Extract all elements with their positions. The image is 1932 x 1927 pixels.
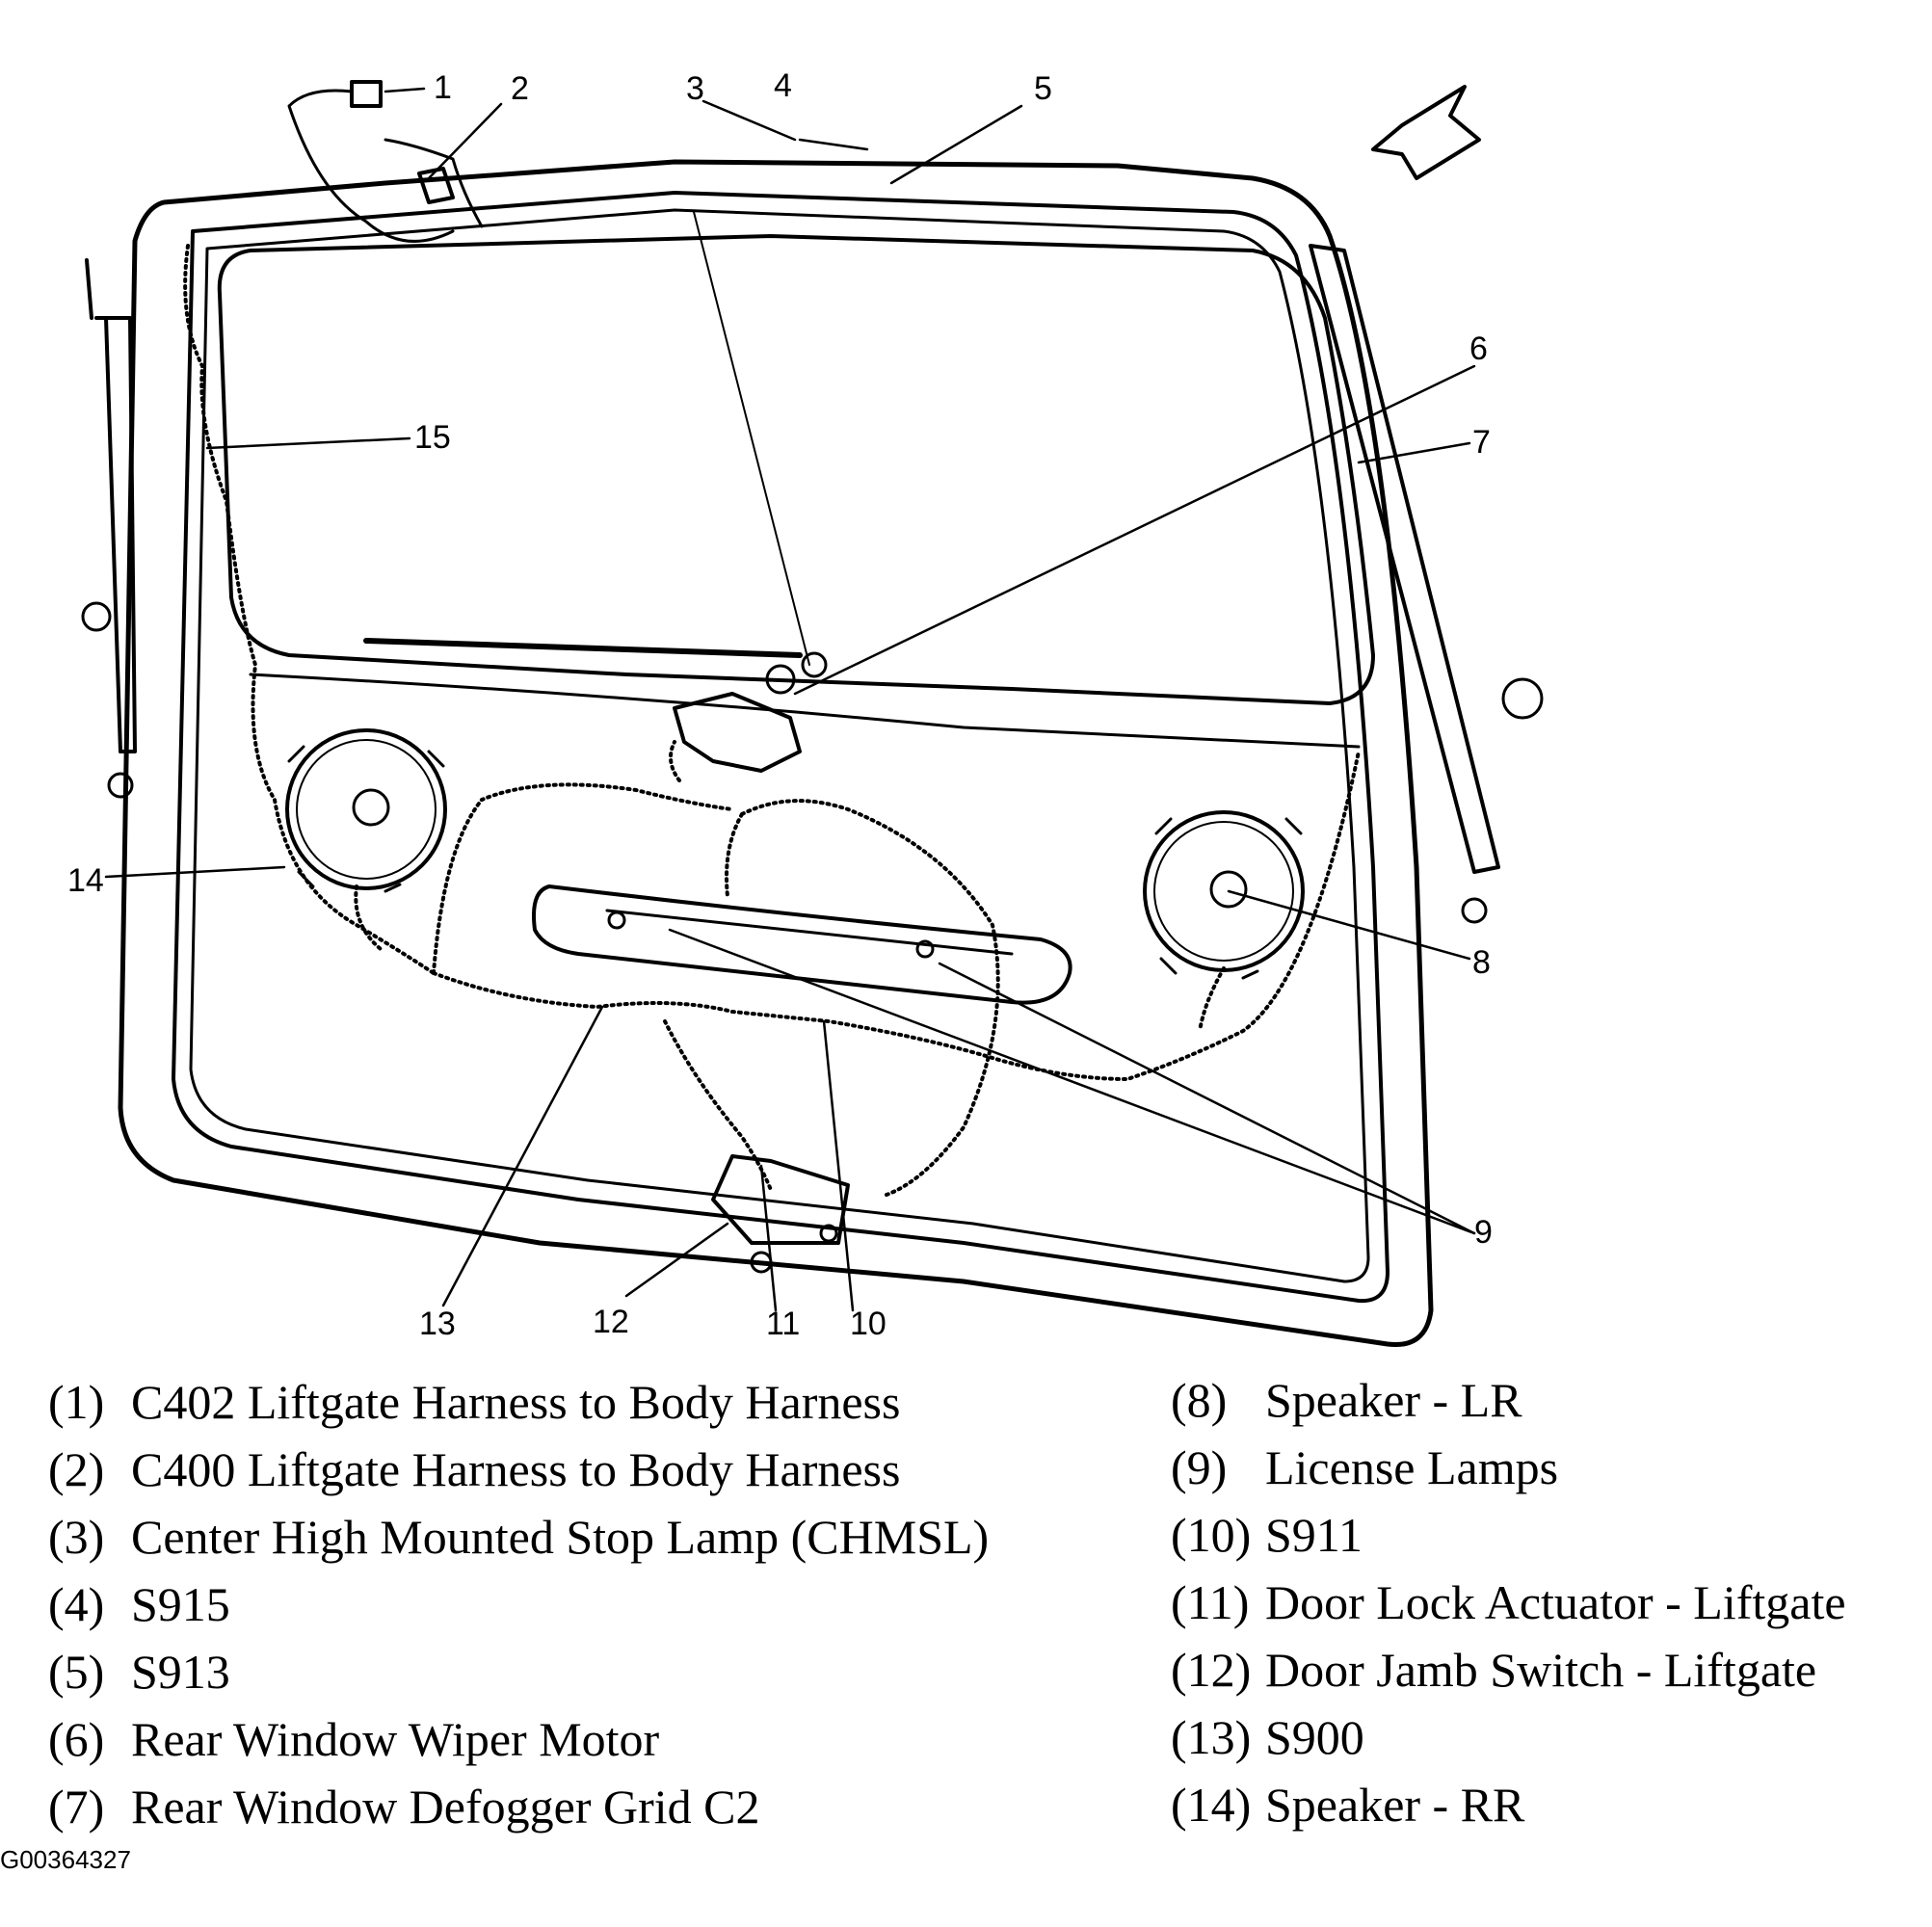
callout-6: 6 <box>1469 330 1488 367</box>
callout-13: 13 <box>419 1306 456 1342</box>
legend-text: Door Jamb Switch - Liftgate <box>1265 1643 1817 1697</box>
legend-text: C402 Liftgate Harness to Body Harness <box>131 1375 901 1429</box>
legend-number: (2) <box>48 1442 105 1496</box>
legend-number: (1) <box>48 1375 105 1429</box>
legend-number: (6) <box>48 1712 105 1766</box>
wiper-arm <box>363 638 803 658</box>
legend-number: (12) <box>1171 1643 1252 1697</box>
legend-number: (5) <box>48 1645 105 1699</box>
callout-14: 14 <box>67 862 104 899</box>
callout-7: 7 <box>1472 424 1491 461</box>
legend-item: (9) License Lamps <box>1171 1434 1846 1501</box>
legend-item: (5) S913 <box>48 1638 989 1705</box>
legend-item: (13)S900 <box>1171 1703 1846 1771</box>
callout-10: 10 <box>850 1306 887 1342</box>
liftgate-wiring-harness <box>183 244 1361 1197</box>
speaker-rr <box>285 728 447 893</box>
left-strut <box>85 258 137 753</box>
legend-text: Center High Mounted Stop Lamp (CHMSL) <box>131 1510 990 1564</box>
callout-12: 12 <box>593 1304 629 1340</box>
wiper-blade <box>693 211 810 666</box>
callout-9: 9 <box>1474 1214 1493 1251</box>
legend-item: (4) S915 <box>48 1571 989 1638</box>
legend-number: (7) <box>48 1780 105 1834</box>
c402-connector <box>350 80 383 108</box>
rear-window-glass <box>217 234 1375 705</box>
legend-number: (9) <box>1171 1440 1228 1494</box>
legend-text: C400 Liftgate Harness to Body Harness <box>131 1442 901 1496</box>
legend-text: Door Lock Actuator - Liftgate <box>1265 1575 1846 1629</box>
callout-numbers: 1 2 3 4 5 6 7 8 9 10 11 12 13 14 15 <box>67 67 1493 1342</box>
license-lamp-housing <box>532 884 1072 1005</box>
legend-number: (14) <box>1171 1778 1252 1832</box>
legend-right-column: (8) Speaker - LR (9) License Lamps (10)S91… <box>1171 1366 1846 1838</box>
legend-text: Rear Window Defogger Grid C2 <box>131 1780 760 1834</box>
legend-item: (14)Speaker - RR <box>1171 1771 1846 1838</box>
legend-number: (4) <box>48 1577 105 1631</box>
callout-11: 11 <box>766 1306 800 1342</box>
callout-3: 3 <box>686 70 704 107</box>
legend-item: (2) C400 Liftgate Harness to Body Harness <box>48 1436 989 1503</box>
callout-8: 8 <box>1472 944 1491 981</box>
legend-item: (6) Rear Window Wiper Motor <box>48 1705 989 1773</box>
callout-5: 5 <box>1034 70 1052 107</box>
callout-15: 15 <box>414 419 451 456</box>
liftgate-frame-outer <box>118 159 1434 1348</box>
legend-item: (1) C402 Liftgate Harness to Body Harness <box>48 1368 989 1436</box>
speaker-lr <box>1143 810 1305 980</box>
legend-number: (3) <box>48 1510 105 1564</box>
callout-1: 1 <box>434 69 452 106</box>
callout-2: 2 <box>511 70 529 107</box>
legend-item: (10)S911 <box>1171 1501 1846 1569</box>
legend-item: (3) Center High Mounted Stop Lamp (CHMSL) <box>48 1503 989 1571</box>
legend-item: (7) Rear Window Defogger Grid C2 <box>48 1773 989 1840</box>
liftgate-frame-seal <box>189 208 1370 1283</box>
liftgate-latch <box>711 1154 850 1274</box>
legend-text: S911 <box>1265 1508 1363 1562</box>
body-harness-top <box>287 89 484 243</box>
legend-number: (10) <box>1171 1508 1252 1562</box>
legend-text: Speaker - LR <box>1265 1373 1522 1427</box>
orientation-arrow <box>1371 85 1481 180</box>
legend-number: (8) <box>1171 1373 1228 1427</box>
figure-id: G00364327 <box>0 1845 131 1874</box>
legend-text: S913 <box>131 1645 230 1699</box>
callout-4: 4 <box>774 67 792 104</box>
legend-text: S900 <box>1265 1710 1364 1764</box>
legend-text: Rear Window Wiper Motor <box>131 1712 660 1766</box>
legend-number: (13) <box>1171 1710 1252 1764</box>
legend-text: Speaker - RR <box>1265 1778 1525 1832</box>
legend-item: (11) Door Lock Actuator - Liftgate <box>1171 1569 1846 1636</box>
legend-item: (12)Door Jamb Switch - Liftgate <box>1171 1636 1846 1703</box>
legend-text: S915 <box>131 1577 230 1631</box>
liftgate-frame-inner <box>172 191 1389 1304</box>
legend-number: (11) <box>1171 1575 1250 1629</box>
c400-connector <box>417 167 455 204</box>
lower-panel-line <box>249 673 1361 749</box>
liftgate-wiring-diagram: 1 2 3 4 5 6 7 8 9 10 11 12 13 14 15 <box>67 67 1544 1348</box>
right-strut <box>1309 244 1500 874</box>
rear-wiper-motor <box>673 651 828 773</box>
callout-leaders <box>104 87 1476 1312</box>
legend-left-column: (1) C402 Liftgate Harness to Body Harness… <box>48 1368 989 1840</box>
legend-item: (8) Speaker - LR <box>1171 1366 1846 1434</box>
legend-text: License Lamps <box>1265 1440 1559 1494</box>
